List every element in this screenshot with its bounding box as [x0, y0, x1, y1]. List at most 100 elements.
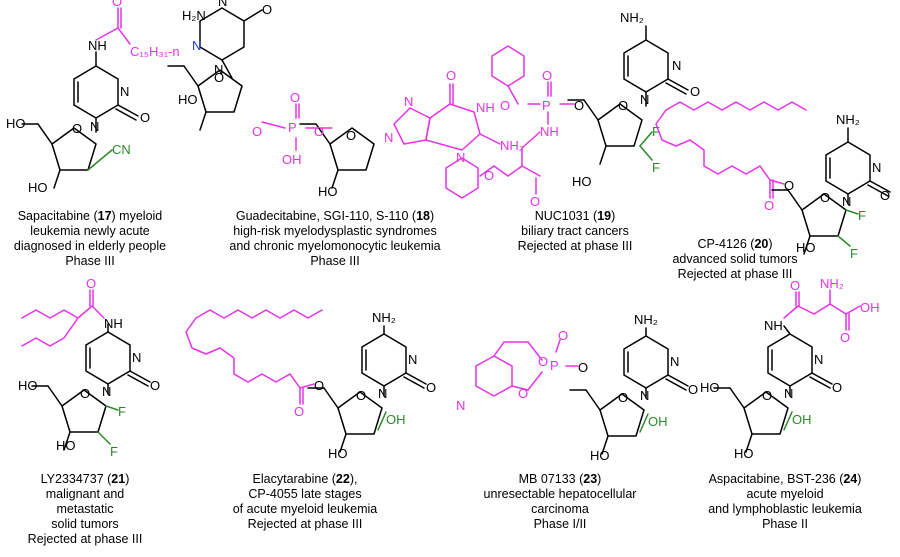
guanine-nh-label: NH	[476, 100, 495, 115]
c2-o-label: O	[150, 378, 160, 393]
phosphoryl-o-label: O	[542, 68, 552, 83]
cyclic-o2-label: O	[518, 386, 528, 401]
n3-label: N	[408, 352, 417, 367]
fluoro-a-label: F	[652, 160, 660, 175]
compound-24-labels: NH O NH₂ OH O N N O O HO HO OH	[700, 276, 880, 461]
phosphate-o3-label: O	[314, 124, 324, 139]
amide-o-label: O	[86, 276, 96, 291]
fluoro-b-label: F	[118, 404, 126, 419]
phosphoryl-o-label: O	[558, 328, 568, 343]
compound-22-labels: NH₂ N N O O O O HO OH	[294, 310, 436, 461]
compound-22-structure	[185, 309, 427, 453]
ho-3-label: HO	[28, 180, 48, 195]
ring-o-label: O	[762, 388, 772, 403]
ester-o-label: O	[784, 178, 794, 193]
oh-2-label: OH	[792, 412, 812, 427]
n1-label: N	[102, 384, 111, 399]
n3-label: N	[672, 58, 681, 73]
nh2-label: NH₂	[372, 310, 396, 325]
carbonyl-o-label: O	[112, 0, 122, 9]
pyridine-n-label: N	[456, 398, 465, 413]
compound-19-labels: O P O NH O O O NH₂ N N O O HO F F	[484, 10, 700, 209]
cyano-label: CN	[112, 142, 131, 157]
ho-3-label: HO	[590, 448, 610, 463]
cyclic-o1-label: O	[538, 354, 548, 369]
aza-n1-label: N	[214, 62, 223, 77]
phosphate-p-label: P	[550, 358, 559, 373]
n3-label: N	[872, 160, 881, 175]
caption-21: LY2334737 (21) malignant and metastatic …	[27, 472, 143, 546]
sugar2-ho-label: HO	[318, 184, 338, 199]
amide-o-label: O	[790, 278, 800, 293]
n1-label: N	[90, 119, 99, 134]
phenoxy-o-label: O	[500, 98, 510, 113]
guanine-n3-label: N	[456, 150, 465, 165]
guanine-n7-label: N	[404, 94, 413, 109]
compound-18-structure	[167, 7, 501, 189]
oh-2-label: OH	[648, 414, 668, 429]
ester-o-label: O	[484, 168, 494, 183]
phosphoramidate-p-label: P	[542, 98, 551, 113]
carbonyl-o-label: O	[764, 198, 774, 213]
guanine-nh2-label: NH₂	[500, 138, 524, 153]
compound-20-labels: NH₂ N N O O O O HO F F	[764, 112, 890, 261]
n3-label: N	[132, 350, 141, 365]
compound-20-structure	[655, 101, 891, 255]
amide-nh-label: NH	[764, 318, 783, 333]
fluoro-a-label: F	[110, 444, 118, 459]
phosphate-o1-label: O	[252, 124, 262, 139]
sugar1-ho-label: HO	[178, 92, 198, 107]
compound-18-labels: H₂N N N O N O HO O P O OH O O HO N N O N…	[178, 0, 524, 199]
caption-19: NUC1031 (19) biliary tract cancers Rejec…	[517, 209, 633, 253]
sugar1-o-label: O	[214, 70, 224, 85]
ho-3-label: HO	[796, 240, 816, 255]
acid-oh-label: OH	[860, 300, 880, 315]
sugar-link-o-label: O	[574, 98, 584, 113]
n1-label: N	[640, 388, 649, 403]
fluoro-b-label: F	[858, 208, 866, 223]
ho-3-label: HO	[56, 438, 76, 453]
n3-label: N	[670, 354, 679, 369]
oh-2-label: OH	[386, 412, 406, 427]
ring-o-label: O	[80, 386, 90, 401]
n1-label: N	[378, 386, 387, 401]
phosphate-p-label: P	[288, 120, 297, 135]
ho-3-label: HO	[734, 446, 754, 461]
c2-o-label: O	[690, 84, 700, 99]
phosphoramidate-nh-label: NH	[540, 124, 559, 139]
fluoro-a-label: F	[850, 246, 858, 261]
ho-3-label: HO	[572, 174, 592, 189]
caption-18: Guadecitabine, SGI-110, S-110 (18) high-…	[229, 209, 441, 268]
nh2-label: NH₂	[620, 10, 644, 25]
ho-5-label: HO	[6, 116, 26, 131]
n3-label: N	[120, 84, 129, 99]
c2-o-label: O	[688, 382, 698, 397]
phosphate-o2-label: O	[290, 90, 300, 105]
compound-23-structure	[475, 327, 689, 455]
sugar2-o-label: O	[346, 128, 356, 143]
n1-label: N	[640, 92, 649, 107]
ring-o-label: O	[72, 121, 82, 136]
ring-o-label: O	[618, 98, 628, 113]
amide-nh-label: NH	[104, 316, 123, 331]
c2-o-label: O	[140, 110, 150, 125]
ho-3-label: HO	[328, 446, 348, 461]
nh2-label: NH₂	[634, 312, 658, 327]
ester-o-label: O	[314, 378, 324, 393]
compound-17-structure	[21, 7, 139, 189]
guanine-n9-label: N	[384, 130, 393, 145]
link-o-label: O	[578, 360, 588, 375]
c2-o-label: O	[426, 380, 436, 395]
compound-21-labels: O NH N N O O HO HO F F	[18, 276, 160, 459]
ho-5-label: HO	[700, 380, 720, 395]
aza-o-label: O	[262, 2, 272, 17]
compound-19-structure	[445, 25, 689, 199]
compound-17-labels: NH O C₁₅H₃₁-n N N O O HO HO CN	[6, 0, 180, 195]
n1-label: N	[784, 386, 793, 401]
n3-label: N	[814, 352, 823, 367]
phosphate-oh-label: OH	[282, 152, 302, 167]
amide-nh-label: NH	[88, 38, 107, 53]
caption-20: CP-4126 (20) advanced solid tumors Rejec…	[672, 237, 798, 281]
caption-24: Aspacitabine, BST-236 (24) acute myeloid…	[708, 472, 862, 531]
